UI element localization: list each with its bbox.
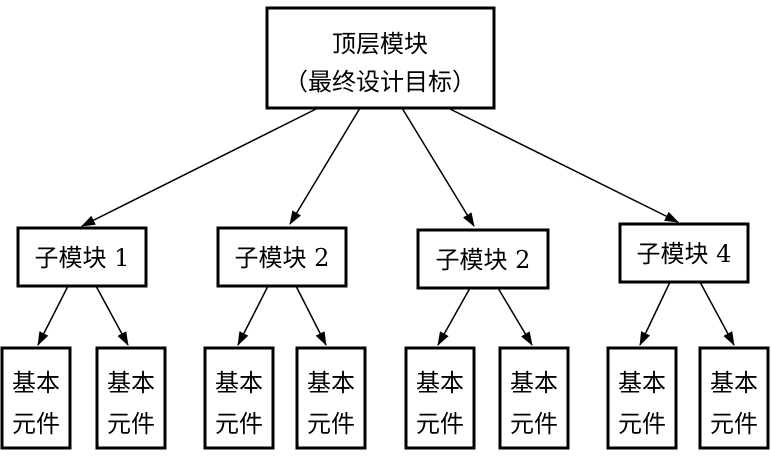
edge-top-to-sub-1: [81, 107, 319, 227]
edge-sub-2-leaf-1: [237, 285, 269, 346]
leaf-2-2: 基本 元件: [295, 346, 367, 450]
leaf-4-2-line2: 元件: [710, 410, 758, 438]
edge-sub-3-leaf-1: [437, 287, 471, 346]
leaf-3-2-line2: 元件: [510, 410, 558, 438]
leaf-1-2: 基本 元件: [95, 346, 167, 450]
edge-sub-4-leaf-1: [639, 281, 671, 346]
edge-sub-1-leaf-2: [95, 285, 129, 346]
sub-module-2: 子模块 2: [216, 226, 348, 288]
leaf-2-2-line2: 元件: [307, 410, 355, 438]
sub-module-2-label: 子模块 2: [235, 244, 330, 272]
leaf-3-2: 基本 元件: [498, 346, 570, 450]
edge-sub-4-leaf-2: [699, 281, 735, 346]
sub-module-1-label: 子模块 1: [35, 244, 130, 272]
edge-top-to-sub-3: [401, 107, 475, 227]
sub-module-1: 子模块 1: [16, 226, 148, 288]
top-module-title: 顶层模块: [332, 30, 428, 58]
leaf-1-1-line2: 元件: [12, 410, 60, 438]
leaf-3-2-line1: 基本: [510, 369, 558, 397]
leaf-4-1-line2: 元件: [618, 410, 666, 438]
sub-module-3-label: 子模块 2: [436, 246, 531, 274]
edges-top: [81, 107, 679, 227]
edges-leaves: [37, 281, 735, 346]
leaf-2-1: 基本 元件: [203, 346, 275, 450]
leaf-3-1-line1: 基本: [416, 369, 464, 397]
sub-module-4-label: 子模块 4: [637, 240, 732, 268]
edge-top-to-sub-2: [289, 107, 361, 225]
edge-sub-1-leaf-1: [37, 285, 69, 346]
leaf-1-1-line1: 基本: [12, 369, 60, 397]
sub-module-4: 子模块 4: [618, 222, 750, 284]
leaf-4-1: 基本 元件: [606, 346, 678, 450]
leaf-1-2-line1: 基本: [107, 369, 155, 397]
top-module: 顶层模块 （最终设计目标）: [265, 6, 496, 110]
leaf-3-1: 基本 元件: [404, 346, 476, 450]
leaf-2-1-line1: 基本: [215, 369, 263, 397]
leaf-1-1: 基本 元件: [0, 346, 72, 450]
leaf-1-2-line2: 元件: [107, 410, 155, 438]
edge-sub-2-leaf-2: [295, 285, 327, 346]
leaf-4-1-line1: 基本: [618, 369, 666, 397]
leaf-4-2: 基本 元件: [698, 346, 770, 450]
leaf-2-2-line1: 基本: [307, 369, 355, 397]
leaf-2-1-line2: 元件: [215, 410, 263, 438]
leaf-3-1-line2: 元件: [416, 410, 464, 438]
top-module-subtitle: （最终设计目标）: [284, 68, 476, 96]
edge-sub-3-leaf-2: [497, 287, 533, 346]
leaf-4-2-line1: 基本: [710, 369, 758, 397]
edge-top-to-sub-4: [447, 107, 679, 223]
sub-module-3: 子模块 2: [416, 228, 550, 290]
